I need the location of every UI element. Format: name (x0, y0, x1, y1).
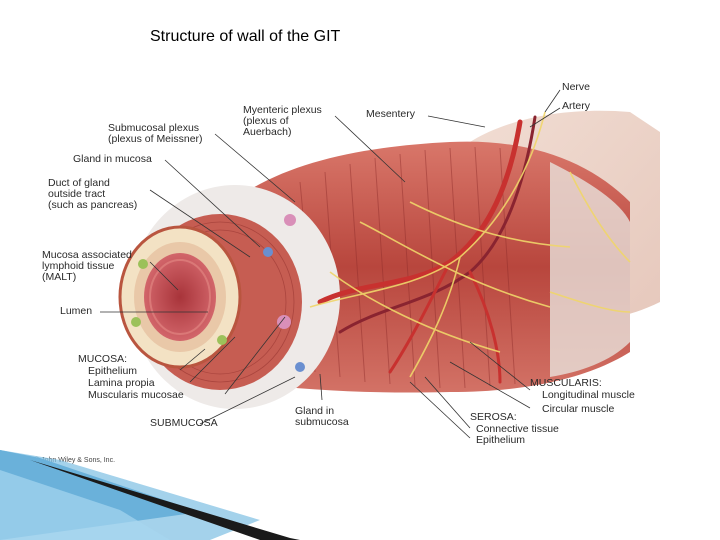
mucosal-glands (131, 214, 305, 372)
label-submucosa: SUBMUCOSA (150, 417, 218, 429)
label-serosa: SEROSA: (470, 411, 517, 423)
label-epithelium: Epithelium (88, 365, 138, 377)
label-gland-in-submucosa: Gland in submucosa (295, 405, 349, 428)
label-lumen: Lumen (60, 305, 93, 317)
label-muscularis-mucosae: Muscularis mucosae (88, 389, 184, 401)
copyright-notice: © John Wiley & Sons, Inc. (34, 457, 116, 464)
label-nerve: Nerve (562, 81, 591, 93)
label-duct-of-gland: Duct of gland outside tract (such as pan… (48, 177, 138, 211)
lumen (144, 253, 216, 341)
label-gland-in-mucosa: Gland in mucosa (73, 153, 152, 165)
nerve-network (309, 111, 631, 378)
git-wall-illustration: Nerve Artery Mesentery Myenteric plexus … (30, 72, 660, 474)
label-artery: Artery (562, 100, 591, 112)
label-serosa-epithelium: Epithelium (476, 434, 526, 446)
label-submucosal-plexus: Submucosal plexus (plexus of Meissner) (108, 122, 203, 145)
label-circular-muscle: Circular muscle (542, 403, 615, 415)
label-connective-tissue: Connective tissue (476, 423, 559, 435)
slide-title: Structure of wall of the GIT (150, 28, 341, 45)
label-lamina-propia: Lamina propia (88, 377, 155, 389)
label-longitudinal-muscle: Longitudinal muscle (542, 389, 635, 401)
leader-lines (100, 89, 561, 439)
label-myenteric-plexus: Myenteric plexus (plexus of Auerbach) (243, 104, 322, 138)
label-mucosa: MUCOSA: (78, 353, 128, 365)
git-wall-drawing (100, 89, 660, 439)
serosa-layer (550, 162, 630, 377)
label-malt: Mucosa associated lymphoid tissue (MALT) (42, 249, 132, 283)
label-muscularis: MUSCULARIS: (530, 377, 602, 389)
label-mesentery: Mesentery (366, 108, 416, 120)
footer-decoration (0, 450, 300, 540)
